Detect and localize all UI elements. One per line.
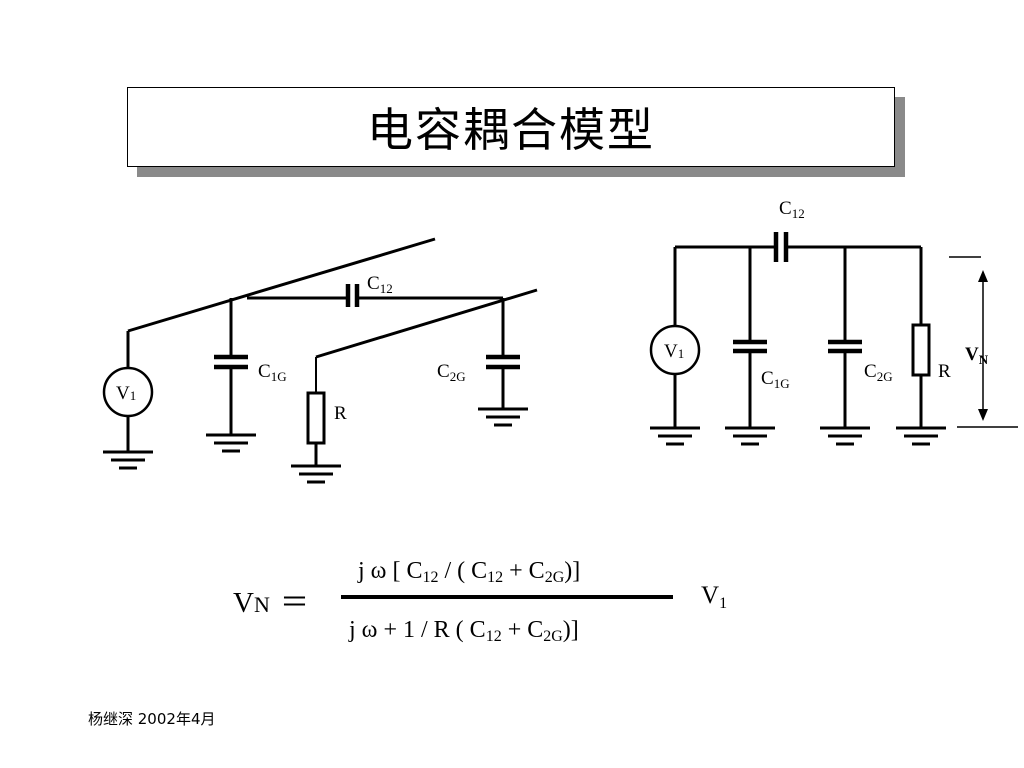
right-source-label: V1 <box>664 341 684 362</box>
page-title: 电容耦合模型 <box>367 103 655 157</box>
left-c12-label: C12 <box>367 273 393 296</box>
left-c12-capacitor-icon <box>345 284 360 307</box>
right-c12-capacitor-icon <box>773 232 789 262</box>
left-circuit <box>102 237 538 484</box>
title-box: 电容耦合模型 <box>127 87 895 167</box>
formula-equals: ＝ <box>280 587 309 619</box>
formula-rhs: V1 <box>701 582 727 612</box>
right-circuit <box>649 232 1018 446</box>
footer-author-date: 杨继深 2002年4月 <box>88 710 216 728</box>
left-c2g-ground-icon <box>478 407 528 427</box>
right-c1g-capacitor-icon <box>733 339 767 354</box>
right-c2g-capacitor-icon <box>828 339 862 354</box>
right-c2g-label: C2G <box>864 361 893 384</box>
right-r-ground-icon <box>896 426 946 446</box>
formula-denominator: j ω + 1 / R ( C12 + C2G)] <box>348 617 579 645</box>
vn-label: VN <box>965 344 989 367</box>
formula-lhs: VN <box>233 587 270 619</box>
left-c1g-capacitor-icon <box>214 354 248 370</box>
right-c1g-ground-icon <box>725 426 775 446</box>
formula-numerator: j ω [ C12 / ( C12 + C2G)] <box>357 558 580 586</box>
left-c2g-capacitor-icon <box>486 354 520 370</box>
left-conductor-2 <box>315 288 538 359</box>
left-conductor-1 <box>127 237 436 333</box>
left-r-label: R <box>334 403 347 424</box>
right-r-label: R <box>938 361 951 382</box>
left-c2g-label: C2G <box>437 361 466 384</box>
left-c1g-ground-icon <box>206 433 256 453</box>
right-c12-label: C12 <box>779 198 805 221</box>
left-source-label: V1 <box>116 383 136 404</box>
right-c1g-label: C1G <box>761 368 790 391</box>
right-c2g-ground-icon <box>820 426 870 446</box>
left-r-ground-icon <box>291 464 341 484</box>
right-resistor-icon <box>911 323 931 377</box>
right-source-ground-icon <box>650 426 700 446</box>
left-c1g-label: C1G <box>258 361 287 384</box>
left-resistor-icon <box>306 391 326 445</box>
vn-measurement-arrow-icon <box>949 256 1018 428</box>
left-source-ground-icon <box>103 450 153 470</box>
